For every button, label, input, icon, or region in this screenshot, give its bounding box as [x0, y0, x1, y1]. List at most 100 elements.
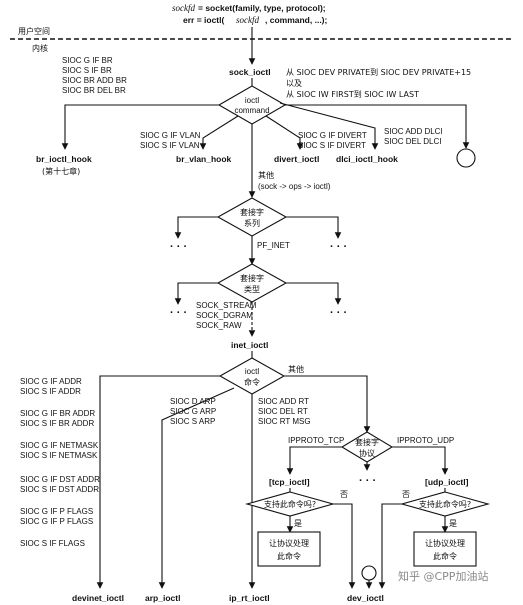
ip-rt-ioctl-label: ip_rt_ioctl	[229, 593, 270, 603]
syscall-header: sockfd = socket(family, type, protocol);…	[172, 3, 328, 25]
syscall-rest: , command, ...);	[265, 15, 328, 25]
ioctl-command-line2: command	[234, 106, 269, 115]
br-cmd-4: SIOC BR DEL BR	[62, 86, 126, 95]
family-left-ellipsis: · · ·	[170, 241, 187, 253]
dlci-ioctl-hook-label: dlci_ioctl_hook	[336, 154, 398, 164]
udp-box-line1: 让协议处理	[425, 538, 465, 548]
arp-cmd-3: SIOC S ARP	[170, 417, 215, 426]
devinet-cmd-4: SIOC S IF BR ADDR	[20, 419, 94, 428]
arp-ioctl-label: arp_ioctl	[145, 593, 180, 603]
family-right-ellipsis: · · ·	[330, 241, 347, 253]
rt-cmd-3: SIOC RT MSG	[258, 417, 311, 426]
type-line2: 类型	[244, 284, 260, 294]
dlci-cmd-2: SIOC DEL DLCI	[384, 137, 442, 146]
dev-ioctl-label: dev_ioctl	[347, 593, 384, 603]
rt-cmd-2: SIOC DEL RT	[258, 407, 308, 416]
dlci-commands: SIOC ADD DLCI SIOC DEL DLCI	[384, 127, 443, 146]
udp-no-label: 否	[402, 490, 410, 499]
devinet-ioctl-label: devinet_ioctl	[72, 593, 124, 603]
other-detail: (sock -> ops -> ioctl)	[258, 182, 331, 191]
dev-ioctl-connector-bottom	[361, 565, 377, 581]
socket-type-decision	[216, 263, 288, 303]
syscall-arg: sockfd	[236, 15, 259, 25]
other-label: 其他	[258, 170, 274, 180]
divert-cmd-2: SIOC S IF DIVERT	[298, 141, 366, 150]
br-vlan-hook-label: br_vlan_hook	[176, 154, 232, 164]
dlci-cmd-1: SIOC ADD DLCI	[384, 127, 443, 136]
pf-inet-label: PF_INET	[257, 241, 290, 250]
udp-handle-box	[413, 531, 477, 567]
private-branch-arrow	[285, 104, 470, 149]
ioctl-command-line1: ioctl	[245, 96, 259, 105]
tcp-box-line2: 此命令	[277, 551, 301, 561]
divert-branch-arrow	[265, 115, 304, 150]
dlci-branch-arrow	[279, 102, 379, 150]
tcp-no-arrow	[333, 503, 356, 589]
inet-decision-line1: ioctl	[245, 367, 259, 376]
br-commands: SIOC G IF BR SIOC S IF BR SIOC BR ADD BR…	[62, 56, 127, 95]
udp-proto-label: IPPROTO_UDP	[397, 436, 454, 445]
tcp-proto-label: IPPROTO_TCP	[288, 436, 344, 445]
arp-cmd-1: SIOC D ARP	[170, 397, 216, 406]
tcp-ioctl-label: [tcp_ioctl]	[269, 477, 310, 487]
tcp-no-label: 否	[340, 490, 348, 499]
family-line2: 系列	[244, 218, 260, 228]
udp-ioctl-label: [udp_ioctl]	[425, 477, 469, 487]
devinet-cmd-8: SIOC S IF DST ADDR	[20, 485, 99, 494]
devinet-cmd-3: SIOC G IF BR ADDR	[20, 409, 95, 418]
devinet-cmd-5: SIOC G IF NETMASK	[20, 441, 99, 450]
br-ioctl-hook-label: br_ioctl_hook	[36, 154, 92, 164]
udp-branch-arrow	[392, 446, 449, 475]
arp-commands: SIOC D ARP SIOC G ARP SIOC S ARP	[170, 397, 216, 426]
socket-family-decision	[216, 197, 288, 237]
sock-types: SOCK_STREAM SOCK_DGRAM SOCK_RAW	[196, 301, 257, 330]
vlan-commands: SIOC G IF VLAN SIOC S IF VLAN	[140, 131, 201, 150]
family-left-arrow	[174, 216, 218, 239]
arp-arrow	[158, 387, 235, 589]
br-branch-arrow	[61, 104, 219, 150]
devinet-cmd-7: SIOC G IF DST ADDR	[20, 475, 100, 484]
tcp-branch-arrow	[286, 446, 342, 475]
sock-type-2: SOCK_DGRAM	[196, 311, 253, 320]
devinet-cmd-1: SIOC G IF ADDR	[20, 377, 82, 386]
range-note-1: 从 SIOC DEV PRIVATE到 SIOC DEV PRIVATE+15	[286, 68, 471, 77]
type-left-ellipsis: · · ·	[170, 307, 187, 319]
type-right-ellipsis: · · ·	[330, 307, 347, 319]
rt-cmd-1: SIOC ADD RT	[258, 397, 309, 406]
vlan-cmd-1: SIOC G IF VLAN	[140, 131, 201, 140]
protocol-line1: 套接字	[355, 437, 379, 447]
br-cmd-3: SIOC BR ADD BR	[62, 76, 127, 85]
sock-ioctl-label: sock_ioctl	[229, 67, 271, 77]
inet-other-label: 其他	[288, 364, 304, 374]
sock-type-3: SOCK_RAW	[196, 321, 242, 330]
range-note-3: 从 SIOC IW FIRST到 SIOC IW LAST	[286, 90, 419, 99]
vlan-cmd-2: SIOC S IF VLAN	[140, 141, 200, 150]
kernel-label: 内核	[32, 43, 48, 53]
inet-command-decision	[218, 357, 286, 395]
user-space-label: 用户空间	[18, 26, 50, 36]
br-cmd-2: SIOC S IF BR	[62, 66, 112, 75]
sock-type-1: SOCK_STREAM	[196, 301, 257, 310]
protocol-ellipsis: · · ·	[359, 475, 376, 487]
devinet-cmd-2: SIOC S IF ADDR	[20, 387, 81, 396]
divert-commands: SIOC G IF DIVERT SIOC S IF DIVERT	[298, 131, 367, 150]
tcp-handle-box	[257, 531, 321, 567]
inet-ioctl-label: inet_ioctl	[231, 340, 268, 350]
type-line1: 套接字	[240, 273, 264, 283]
type-left-arrow	[174, 282, 218, 305]
inet-decision-line2: 命令	[244, 377, 260, 387]
family-right-arrow	[286, 216, 342, 239]
br-cmd-1: SIOC G IF BR	[62, 56, 113, 65]
range-note: 从 SIOC DEV PRIVATE到 SIOC DEV PRIVATE+15 …	[286, 68, 471, 99]
rt-commands: SIOC ADD RT SIOC DEL RT SIOC RT MSG	[258, 397, 311, 426]
watermark: 知乎 @CPP加油站	[398, 569, 488, 583]
devinet-arrow	[96, 375, 220, 589]
devinet-cmd-10: SIOC G IF P FLAGS	[20, 517, 93, 526]
tcp-yes-label: 是	[294, 519, 302, 528]
syscall-lhs1: sockfd	[172, 3, 195, 13]
type-right-arrow	[286, 282, 342, 305]
inet-other-arrow	[284, 375, 371, 433]
family-line1: 套接字	[240, 207, 264, 217]
range-note-2: 以及	[286, 79, 302, 88]
